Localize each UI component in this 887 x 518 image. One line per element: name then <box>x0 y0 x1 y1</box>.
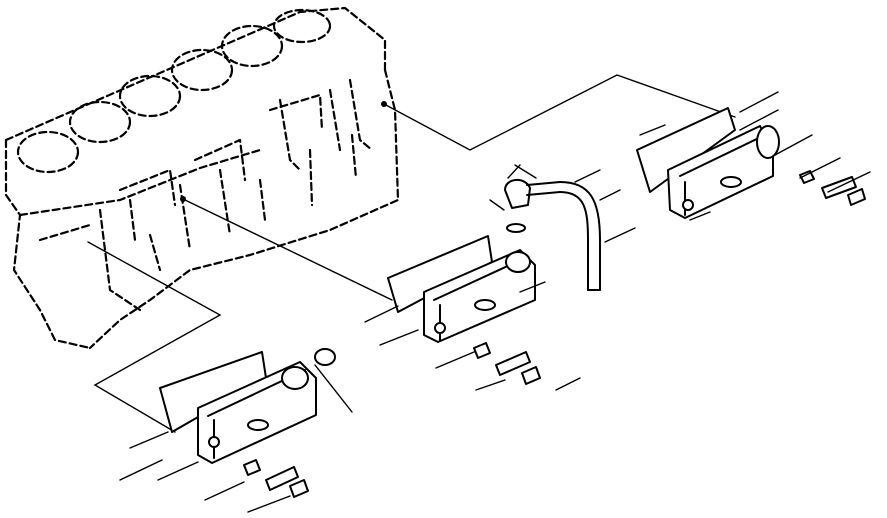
front-cover-boss <box>281 366 309 390</box>
callout-line-9 <box>489 199 505 211</box>
rear-cover-slot <box>720 176 742 188</box>
callout-line-17 <box>204 481 245 501</box>
rear-gasket <box>636 107 736 193</box>
callout-leaders <box>119 91 871 513</box>
callout-line-5 <box>827 171 871 193</box>
breather-tube <box>504 179 601 291</box>
callout-line-24 <box>599 189 621 201</box>
callout-line-13 <box>475 379 506 391</box>
front-bolt <box>265 466 299 491</box>
callout-line-11 <box>379 329 419 346</box>
middle-cover-assembly <box>387 235 541 385</box>
middle-cover-slot <box>474 299 496 311</box>
rear-cover-boss <box>756 125 780 159</box>
callout-line-6 <box>574 169 601 183</box>
front-washer <box>243 459 261 476</box>
middle-cover-plate <box>423 249 536 343</box>
callout-line-2 <box>739 109 779 131</box>
rear-cover-assembly <box>636 107 866 219</box>
callout-line-14 <box>129 431 169 449</box>
callout-line-12 <box>435 351 475 369</box>
middle-cover-boss <box>505 251 531 273</box>
callout-line-26 <box>689 211 711 221</box>
callout-line-25 <box>519 281 546 293</box>
o-ring <box>506 223 526 233</box>
callout-line-18 <box>247 495 291 513</box>
callout-line-1 <box>739 91 779 113</box>
callout-line-15 <box>119 459 163 481</box>
breather-elbow <box>504 179 531 209</box>
callout-line-23 <box>555 377 581 391</box>
callout-line-20 <box>514 164 537 179</box>
assembly-lines <box>87 74 736 433</box>
callout-line-16 <box>157 461 199 481</box>
middle-washer <box>473 342 491 359</box>
callout-line-19 <box>314 364 353 413</box>
callout-line-7 <box>604 227 636 243</box>
callout-line-4 <box>799 157 841 179</box>
callout-line-21 <box>639 124 666 136</box>
middle-bolt <box>495 351 531 376</box>
front-cover-assembly <box>159 348 336 498</box>
callout-line-10 <box>364 305 399 323</box>
front-cover-slot <box>247 419 269 431</box>
rear-cover-plate <box>667 125 774 219</box>
front-plug <box>314 348 336 366</box>
engine-block <box>4 6 400 350</box>
rear-washer <box>799 170 815 184</box>
callout-line-3 <box>774 134 813 156</box>
